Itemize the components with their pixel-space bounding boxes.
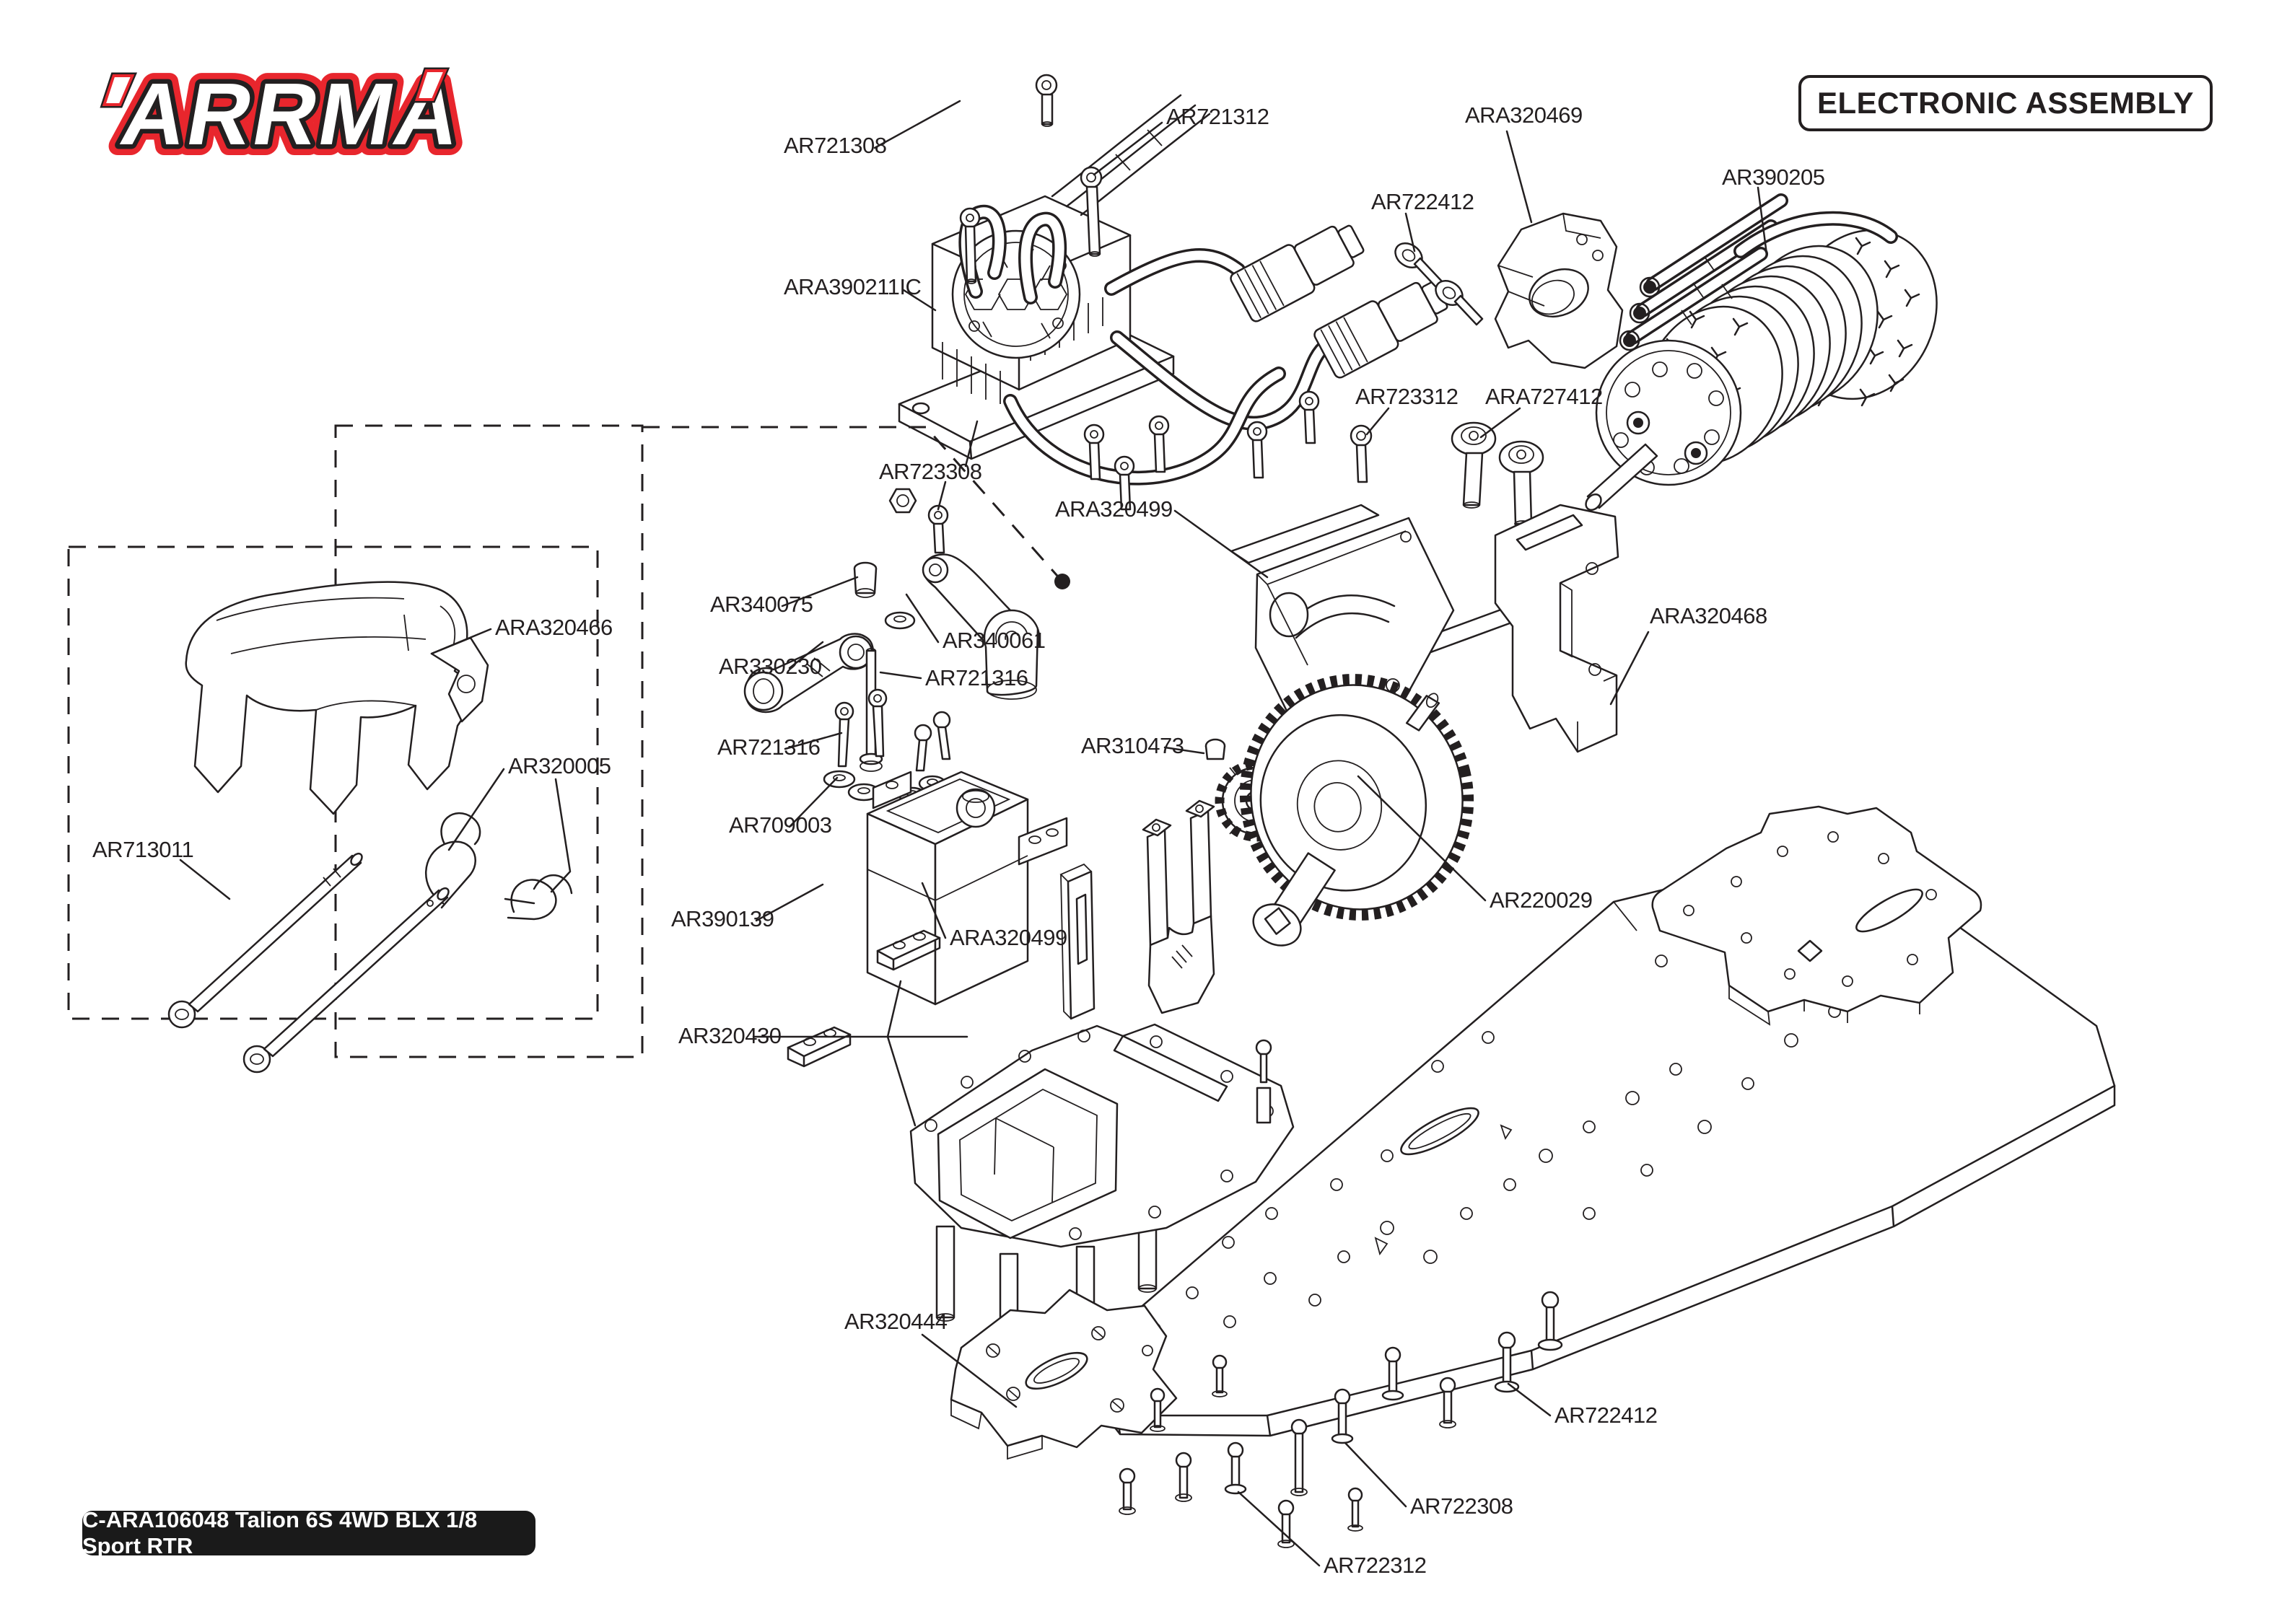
link-ar330230 xyxy=(743,633,874,714)
part-label-ar709003: AR709003 xyxy=(729,812,832,838)
svg-text:ARRMA: ARRMA xyxy=(114,66,470,164)
bellcrank-ar340061 xyxy=(922,553,1041,700)
diff-stub xyxy=(1405,695,1440,732)
part-label-ar722312: AR722312 xyxy=(1324,1553,1427,1578)
hex-nut xyxy=(888,488,917,514)
part-label-ar340075: AR340075 xyxy=(710,592,813,617)
part-label-ara320469: ARA320469 xyxy=(1465,102,1583,128)
part-label-ar722412-bottom: AR722412 xyxy=(1554,1403,1658,1428)
screw-ar721312 xyxy=(1080,166,1103,257)
screw-ar722412-bottom-target xyxy=(1494,1331,1520,1393)
pins-ar721316-lower xyxy=(834,688,888,768)
screw-ar722312-target xyxy=(1224,1441,1247,1495)
screw-ar723312 xyxy=(1350,424,1373,483)
washers-ar709003 xyxy=(823,770,880,802)
part-label-ar722412-top: AR722412 xyxy=(1371,189,1474,214)
leader-lines xyxy=(752,100,1768,1567)
top-plate-holes xyxy=(1683,831,1937,987)
motor-ar390205 xyxy=(1585,193,1938,512)
inset-leader xyxy=(642,426,1064,582)
part-label-ar340061: AR340061 xyxy=(943,628,1046,653)
part-label-ar320005: AR320005 xyxy=(508,753,611,778)
washer xyxy=(884,611,916,630)
bottom-screws xyxy=(1119,1291,1563,1548)
screws-mid-cluster xyxy=(1083,390,1373,511)
screw-ar721308 xyxy=(1035,74,1058,127)
part-label-ar713011: AR713011 xyxy=(92,837,193,862)
screws-ara727412 xyxy=(1451,421,1544,527)
part-label-ara320499-b: ARA320499 xyxy=(950,925,1067,950)
ball-bushing-ar340075-target xyxy=(853,561,878,598)
part-label-ara320466: ARA320466 xyxy=(495,615,613,640)
part-label-ar390205: AR390205 xyxy=(1722,164,1825,190)
electronics-plate-ar320430 xyxy=(909,1023,1295,1377)
part-label-ar320430: AR320430 xyxy=(678,1023,782,1048)
servo-ar390139 xyxy=(866,771,1068,1006)
motor-wires xyxy=(1619,193,1898,351)
part-label-ar220029: AR220029 xyxy=(1490,887,1593,913)
part-label-ara390211ic: ARA390211IC xyxy=(784,274,921,299)
part-label-ar722308: AR722308 xyxy=(1410,1493,1513,1519)
inset-leaders xyxy=(179,628,572,900)
diff-outdrive xyxy=(1252,852,1336,947)
top-deck-plate xyxy=(1651,805,1982,1026)
part-label-ara320499-a: ARA320499 xyxy=(1055,496,1173,522)
plate-post xyxy=(1256,1087,1272,1124)
brace-hook xyxy=(430,636,489,723)
front-plate-ar320444 xyxy=(950,1289,1178,1460)
inset-box-assembly xyxy=(334,424,644,1058)
part-label-ar721308: AR721308 xyxy=(784,133,887,158)
svg-text:ARRMA: ARRMA xyxy=(114,66,470,164)
part-label-ar723312: AR723312 xyxy=(1355,384,1459,409)
screw-ar723308 xyxy=(927,504,949,554)
dashed-inset-boxes xyxy=(67,424,1070,1058)
motor-mount-ara320468 xyxy=(1494,504,1619,753)
motor-shaft xyxy=(1586,443,1658,509)
part-label-ara727412: ARA727412 xyxy=(1485,384,1603,409)
svg-text:ARRMA: ARRMA xyxy=(114,66,470,164)
part-label-ar330230: AR330230 xyxy=(719,654,822,679)
part-labels: AR721308 AR721312 ARA390211IC ARA320469 … xyxy=(671,102,1825,1578)
servo-mount-blocks xyxy=(787,929,941,1068)
part-label-ar310473: AR310473 xyxy=(1081,733,1184,758)
hinge-pins-ar713011 xyxy=(167,852,450,1074)
inset-labels: ARA320466 AR320005 AR713011 xyxy=(92,615,613,862)
arrma-logo: ARRMA ARRMA ARRMA xyxy=(100,55,481,175)
inset-leader-dot xyxy=(1054,574,1070,589)
screw-esc-left xyxy=(959,207,981,284)
front-plate-holes xyxy=(986,1326,1153,1413)
motor-clamp-ara320469 xyxy=(1494,212,1624,369)
part-label-ar723308: AR723308 xyxy=(879,459,982,484)
battery-brace-ara320466 xyxy=(185,581,489,815)
part-label-ara320468: ARA320468 xyxy=(1650,603,1767,628)
screw-ar722308-target xyxy=(1331,1388,1354,1444)
battery-connector-2 xyxy=(1313,281,1448,379)
kit-id-badge: C-ARA106048 Talion 6S 4WD BLX 1/8 Sport … xyxy=(82,1507,535,1558)
part-label-ar390139: AR390139 xyxy=(671,906,774,931)
esc-ara390211ic xyxy=(898,94,1448,486)
logo-apostrophes xyxy=(100,67,450,108)
part-label-ar721316-b: AR721316 xyxy=(717,734,821,760)
slotted-post xyxy=(1059,863,1096,1020)
body-clips-ar320005 xyxy=(425,812,573,921)
battery-connector-1 xyxy=(1230,224,1365,322)
page-title: ELECTRONIC ASSEMBLY xyxy=(1798,75,2213,131)
part-label-ar721316-a: AR721316 xyxy=(925,665,1028,690)
part-label-ar721312: AR721312 xyxy=(1166,104,1269,129)
spur-diff-ar220029 xyxy=(1239,674,1474,947)
screws-ar722412-top xyxy=(1394,242,1484,326)
chassis-fork-ara320499 xyxy=(1142,799,1215,1014)
part-label-ar320444: AR320444 xyxy=(844,1309,948,1334)
